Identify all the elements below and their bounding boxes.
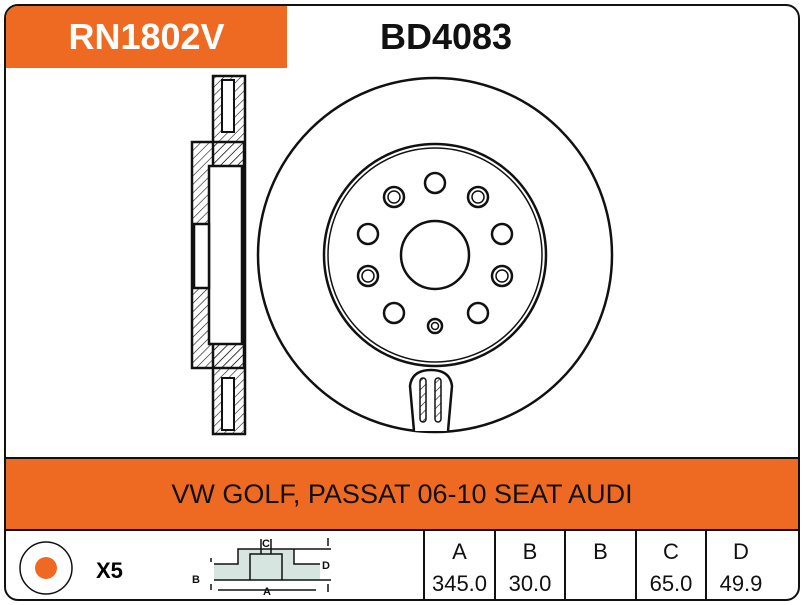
spec-label: D [733, 539, 749, 564]
brake-disc-drawing: C B D A [19, 74, 614, 598]
spec-label: B [593, 539, 608, 564]
spec-column: D 49.9 [705, 529, 775, 599]
spec-label: C [663, 539, 679, 564]
product-card: RN1802V BD4083 [4, 4, 800, 601]
vehicle-application: VW GOLF, PASSAT 06-10 SEAT AUDI [6, 457, 798, 531]
dimension-labels: C B D A [192, 538, 330, 598]
quantity: X5 [96, 558, 123, 583]
dim-label-d: D [322, 560, 330, 572]
disc-icon [19, 541, 73, 595]
spec-label: B [522, 539, 538, 564]
disc-cross-section [190, 74, 247, 436]
spec-column: B [564, 529, 635, 599]
spec-value: 65.0 [649, 571, 693, 596]
dim-label-b: B [192, 574, 200, 586]
spec-column: A 345.0 [423, 529, 494, 599]
spec-value: 345.0 [431, 571, 488, 596]
spec-value: 30.0 [508, 571, 552, 596]
spec-column: C 65.0 [635, 529, 705, 599]
dim-label-a: A [263, 586, 271, 598]
spec-value: 49.9 [719, 571, 763, 596]
spec-label: A [452, 539, 467, 564]
part-number: BD4083 [379, 16, 513, 57]
dimension-diagram [210, 538, 331, 592]
product-code: RN1802V [6, 6, 287, 68]
spec-column: B 30.0 [494, 529, 564, 599]
dim-label-c: C [262, 538, 270, 550]
disc-face [256, 76, 614, 434]
